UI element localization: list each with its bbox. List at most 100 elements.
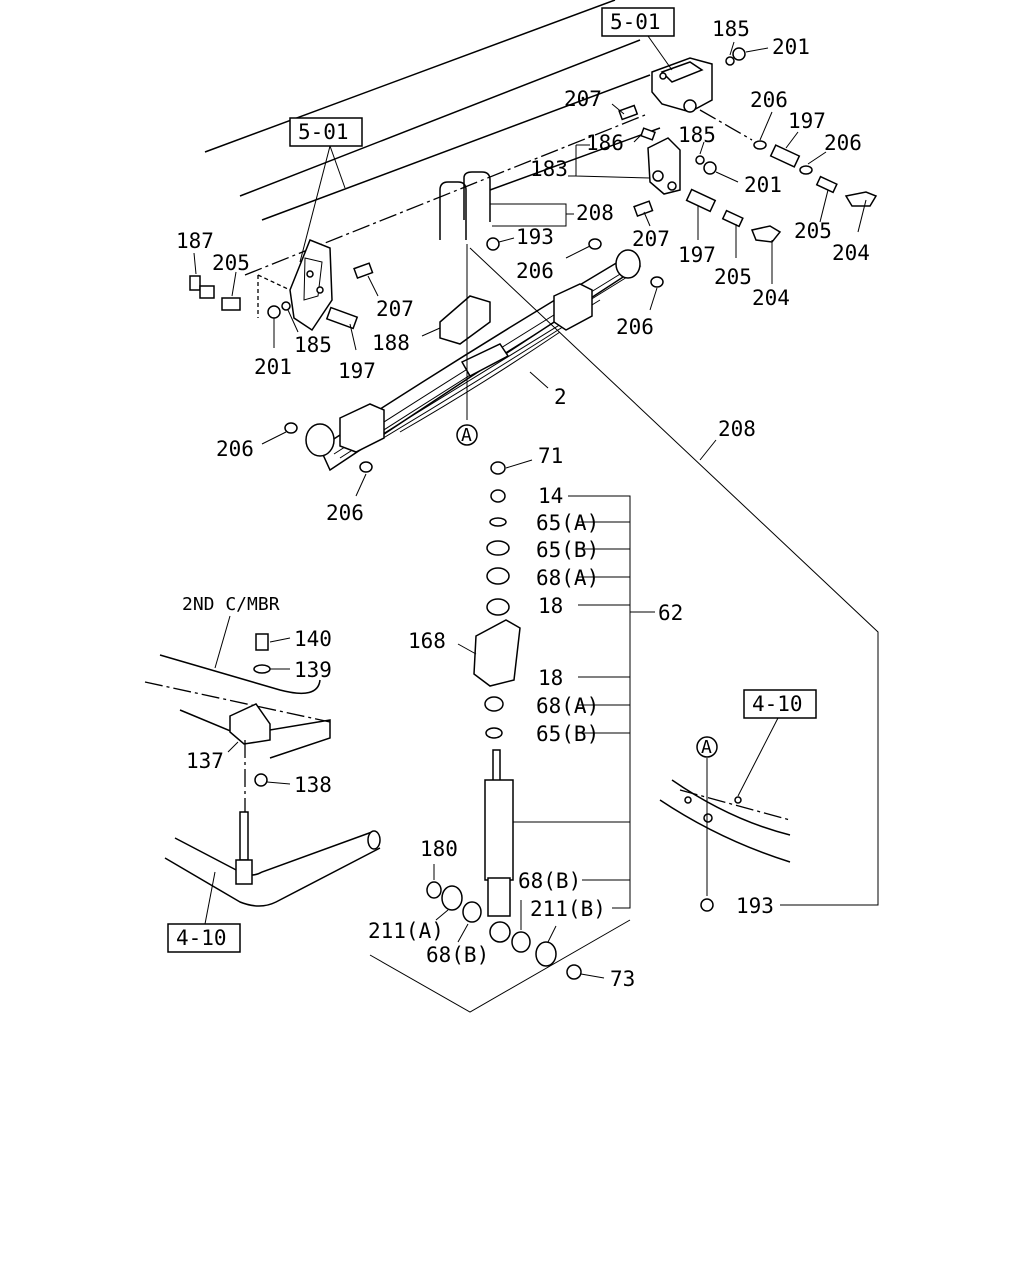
label-180: 180	[420, 837, 458, 861]
spacer-188	[439, 295, 491, 345]
leader-62-bracket	[568, 495, 631, 909]
washer-139	[253, 664, 271, 674]
label-185: 185	[678, 123, 716, 147]
ref-5-01-top: 5-01	[610, 10, 661, 34]
callout-a-bottom-text: A	[701, 737, 712, 758]
ref-4-10-bottom-left: 4-10	[176, 926, 227, 950]
bolt-207-mid	[633, 200, 654, 217]
label-187: 187	[176, 229, 214, 253]
washer-185-mid	[695, 155, 705, 165]
label-137: 137	[186, 749, 224, 773]
nut-193-bottom	[700, 898, 714, 912]
front-hanger-bracket	[289, 239, 333, 332]
callout-a-top-text: A	[461, 425, 472, 446]
label-193: 193	[516, 225, 554, 249]
ref-box-5-01-left[interactable]	[289, 117, 363, 147]
ref-5-01-left: 5-01	[298, 120, 349, 144]
label-205: 205	[794, 219, 832, 243]
label-207: 207	[564, 87, 602, 111]
label-68a: 68(A)	[536, 566, 599, 590]
bolt-207-top	[618, 104, 639, 121]
label-206: 206	[616, 315, 654, 339]
label-188: 188	[372, 331, 410, 355]
label-197: 197	[338, 359, 376, 383]
label-206: 206	[750, 88, 788, 112]
nut-201-mid	[703, 161, 717, 175]
label-193: 193	[736, 894, 774, 918]
label-201: 201	[772, 35, 810, 59]
part-labels: 185 201 207 206 197 206 186 185 183 201 …	[176, 17, 870, 991]
ref-box-5-01-top[interactable]	[601, 7, 675, 37]
nut-73	[566, 964, 582, 980]
label-185: 185	[294, 333, 332, 357]
bolt-205-left	[199, 285, 215, 299]
shock-stack	[482, 461, 514, 943]
bracket-168	[473, 619, 521, 687]
bushing-68b-b	[511, 931, 531, 953]
label-197: 197	[788, 109, 826, 133]
label-186: 186	[586, 131, 624, 155]
washer-206-ta	[588, 238, 602, 250]
label-211b: 211(B)	[530, 897, 606, 921]
label-68b: 68(B)	[426, 943, 489, 967]
label-208: 208	[576, 201, 614, 225]
cross-member	[144, 654, 331, 759]
label-2: 2	[554, 385, 567, 409]
bolt-205-r	[815, 175, 838, 194]
grease-nipple-204-mid	[750, 225, 782, 243]
leader-208-long	[469, 247, 879, 906]
washer-206-tb	[650, 276, 664, 288]
ref-4-10-right: 4-10	[752, 692, 803, 716]
label-205: 205	[212, 251, 250, 275]
label-207: 207	[376, 297, 414, 321]
nut-193-top	[486, 237, 500, 251]
label-201: 201	[744, 173, 782, 197]
label-73: 73	[610, 967, 635, 991]
bolt-205-left-b	[221, 297, 241, 311]
ref-box-4-10-right[interactable]	[743, 689, 817, 719]
label-68b: 68(B)	[518, 869, 581, 893]
label-208: 208	[718, 417, 756, 441]
washer-206-r2	[799, 165, 813, 175]
label-139: 139	[294, 658, 332, 682]
ref-box-4-10-bottom-left[interactable]	[167, 923, 241, 953]
bushing-68b-a	[462, 901, 482, 923]
axle-housing	[659, 779, 791, 863]
bolt-140	[255, 633, 269, 651]
washer-185-left	[281, 301, 291, 311]
label-205: 205	[714, 265, 752, 289]
label-168: 168	[408, 629, 446, 653]
label-206: 206	[516, 259, 554, 283]
label-204: 204	[752, 286, 790, 310]
pin-186	[640, 127, 656, 141]
washer-211a	[441, 885, 463, 911]
label-206: 206	[326, 501, 364, 525]
label-183: 183	[530, 157, 568, 181]
washer-206-bb	[359, 461, 373, 473]
callout-a-top	[456, 424, 478, 446]
bolt-205-mid	[721, 209, 744, 228]
washer-211b	[535, 941, 557, 967]
leaf-spring-2	[305, 249, 642, 472]
label-206: 206	[824, 131, 862, 155]
label-185: 185	[712, 17, 750, 41]
label-211a: 211(A)	[368, 919, 444, 943]
bushing-197-top	[769, 144, 801, 168]
shackle-183	[647, 137, 681, 195]
label-71: 71	[538, 444, 563, 468]
bushing-197-mid	[685, 188, 717, 213]
grease-nipple-187	[189, 275, 201, 291]
washer-206-r1	[753, 140, 767, 150]
bushing-197-left	[325, 306, 359, 330]
label-65b: 65(B)	[536, 538, 599, 562]
label-62: 62	[658, 601, 683, 625]
washer-206-bl	[284, 422, 298, 434]
u-bolts-208	[439, 171, 491, 240]
nut-138	[254, 773, 268, 787]
label-68a: 68(A)	[536, 694, 599, 718]
label-65b: 65(B)	[536, 722, 599, 746]
grease-nipple-204-r	[844, 191, 878, 207]
label-65a: 65(A)	[536, 511, 599, 535]
